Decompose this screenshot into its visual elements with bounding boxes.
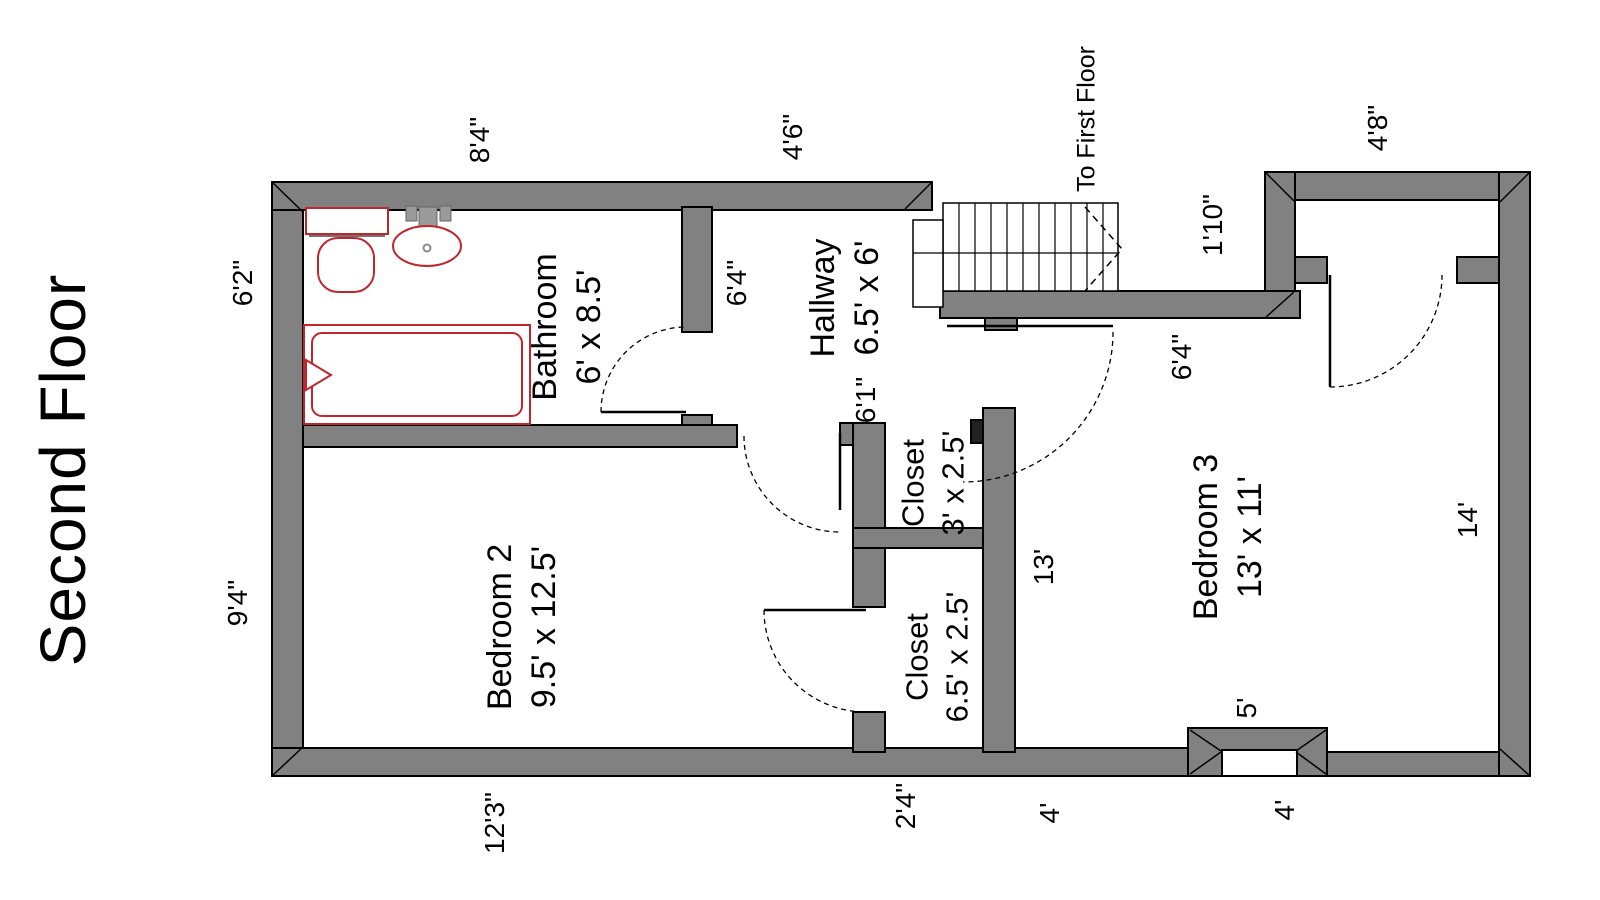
bedroom2-door (743, 433, 842, 533)
wall-segment (271, 181, 304, 777)
dim-bathroom-hall-wall: 6'4" (721, 259, 752, 307)
bathroom-fixtures (303, 205, 531, 425)
wall-below-stairs (939, 290, 1301, 319)
room-dims: 6' x 8.5' (570, 269, 608, 385)
stair-stringer (912, 219, 944, 308)
toilet-bowl (317, 237, 375, 293)
dim-below-stairs-wall: 6'4" (1166, 333, 1197, 381)
wall-segment (1294, 256, 1328, 284)
room-name: Hallway (803, 238, 842, 358)
room-label-closet-small: Closet 3' x 2.5' (894, 431, 975, 536)
stair-destination-label: To First Floor (1072, 46, 1101, 192)
dim-bedroom3-width: 13' (1028, 548, 1059, 586)
wall-bathroom-divider (681, 206, 713, 333)
bathroom-door (600, 326, 687, 414)
room-name: Bathroom (525, 253, 564, 401)
room-label-bedroom2: Bedroom 2 9.5' x 12.5' (478, 544, 566, 710)
dim-left-bathroom: 6'2" (227, 259, 258, 307)
room-dims: 6.5' x 6' (848, 240, 886, 356)
dim-bottom-bedroom2: 12'3" (479, 791, 510, 855)
room-dims: 3' x 2.5' (936, 430, 971, 536)
dim-bedroom3-height: 14' (1452, 501, 1483, 539)
room-label-bedroom3: Bedroom 3 13' x 11' (1184, 454, 1272, 620)
stair-treads-box (942, 202, 1119, 292)
room-dims: 6.5' x 2.5' (940, 591, 975, 723)
wall-segment (984, 317, 1018, 331)
room-label-hallway: Hallway 6.5' x 6' (801, 238, 889, 357)
wall-segment (271, 747, 1189, 777)
room-name: Closet (895, 439, 931, 527)
room-label-bathroom: Bathroom 6' x 8.5' (523, 253, 611, 400)
dim-chimney-bump: 5' (1231, 697, 1262, 719)
wall-segment (1264, 171, 1531, 201)
wall-closet-left (852, 422, 886, 608)
room-name: Closet (899, 613, 935, 701)
dim-stair-landing: 1'10" (1197, 193, 1228, 257)
page-title: Second Floor (27, 273, 99, 667)
room-label-closet-large: Closet 6.5' x 2.5' (898, 592, 979, 723)
sink-faucet-handle (439, 205, 452, 222)
wall-bathroom-bottom (302, 424, 738, 448)
bedroom3-door (947, 324, 1114, 483)
wall-segment (1326, 751, 1500, 777)
bathtub-inner (311, 332, 523, 417)
wall-segment (970, 419, 984, 444)
sink-basin (392, 225, 462, 267)
wall-closet-right (982, 407, 1016, 753)
staircase (912, 202, 1123, 308)
sink-drain (422, 243, 432, 253)
dim-top-right-room: 4'8" (1362, 104, 1393, 152)
dim-bottom-closet: 2'4" (890, 782, 921, 830)
dim-closet-entry: 6'1" (850, 376, 881, 424)
dim-bottom-bedroom3-left: 4' (1034, 802, 1065, 824)
walls (271, 171, 1531, 777)
wall-segment (1498, 171, 1531, 777)
bathtub (303, 324, 531, 425)
wall-segment (1456, 256, 1500, 284)
closet-large-door (763, 608, 867, 713)
chimney-notch (1221, 749, 1298, 777)
dim-left-bedroom2: 9'4" (222, 579, 253, 627)
bathtub-faucet (305, 358, 333, 392)
top-right-room-door (1328, 274, 1443, 388)
wall-bevels (271, 171, 1531, 777)
room-dims: 9.5' x 12.5' (525, 545, 563, 709)
sink (392, 205, 462, 267)
doors (600, 274, 1443, 713)
room-name: Bedroom 3 (1186, 453, 1225, 621)
wall-segment (271, 181, 933, 211)
toilet (305, 207, 389, 293)
room-dims: 13' x 11' (1231, 476, 1269, 599)
dim-bottom-bedroom3-right: 4' (1269, 799, 1300, 821)
dim-top-hallway: 4'6" (777, 113, 808, 161)
toilet-tank (305, 207, 389, 235)
wall-closet-left (852, 711, 886, 753)
sink-faucet-handle (405, 205, 418, 222)
stair-direction-arrow (1084, 206, 1123, 292)
room-name: Bedroom 2 (480, 543, 519, 711)
dim-top-bathroom: 8'4" (464, 116, 495, 164)
